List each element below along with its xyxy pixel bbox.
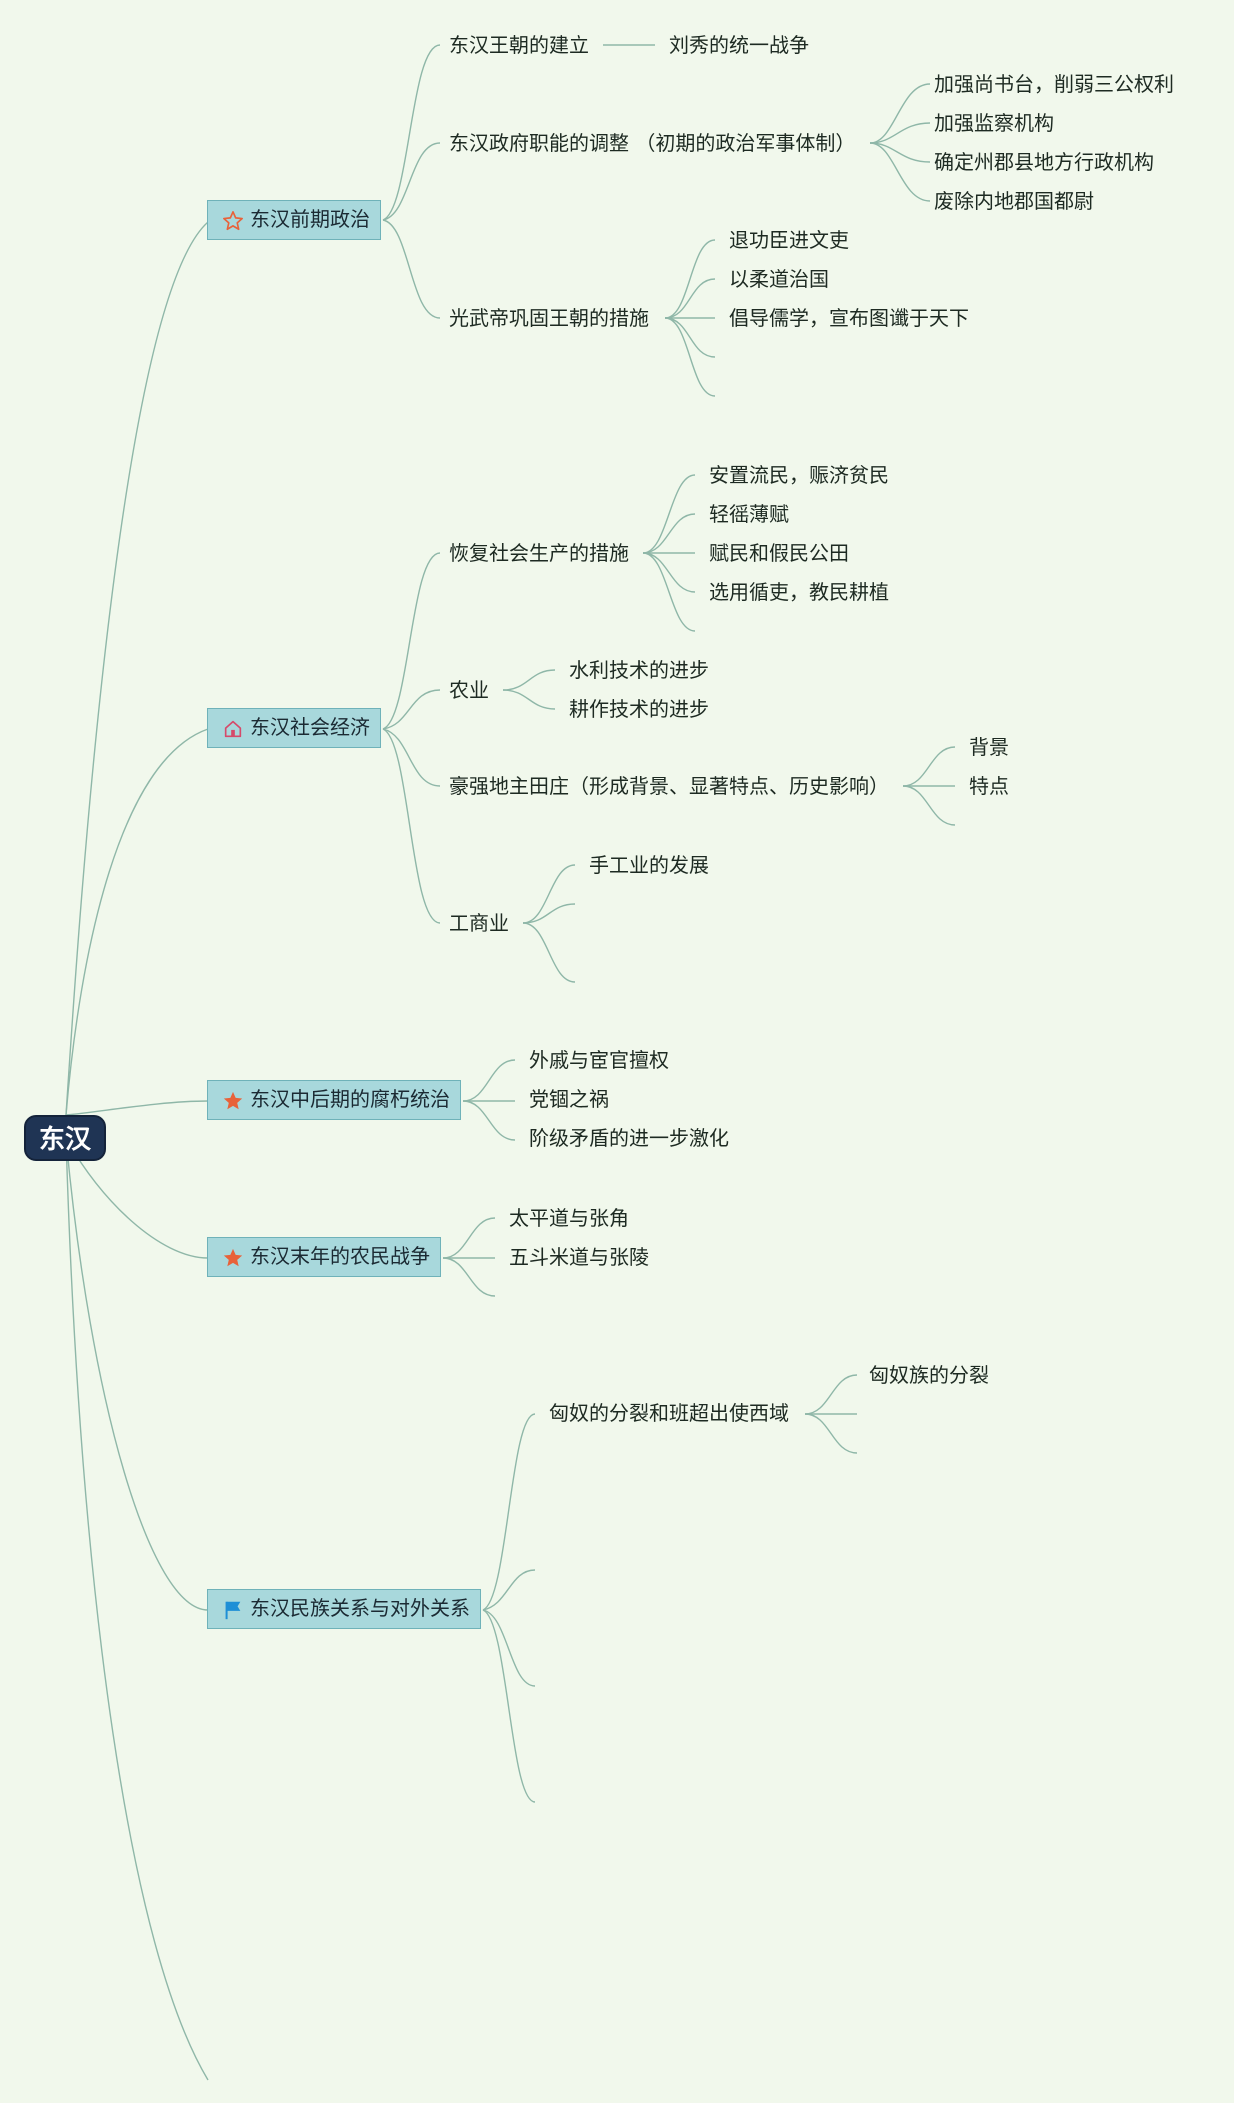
node-corrupt-2[interactable]: 党锢之祸 — [529, 1087, 609, 1111]
node-corrupt-3[interactable]: 阶级矛盾的进一步激化 — [529, 1126, 729, 1150]
node-agri-sub-2[interactable]: 耕作技术的进步 — [569, 697, 709, 721]
node-restore-sub-1[interactable]: 安置流民，赈济贫民 — [709, 463, 889, 487]
node-corrupt-1[interactable]: 外戚与宦官擅权 — [529, 1048, 669, 1072]
flag-icon — [225, 1601, 241, 1620]
node-establish-sub[interactable]: 刘秀的统一战争 — [669, 33, 809, 57]
node-measures-sub-1[interactable]: 退功臣进文吏 — [729, 228, 849, 252]
branch-corrupt-rule[interactable]: 东汉中后期的腐朽统治 — [207, 1080, 461, 1120]
node-agri-sub-1[interactable]: 水利技术的进步 — [569, 658, 709, 682]
node-measures[interactable]: 光武帝巩固王朝的措施 — [449, 306, 649, 330]
node-restore-sub-3[interactable]: 赋民和假民公田 — [709, 541, 849, 565]
star-outline-icon — [223, 211, 243, 231]
branch-label: 东汉中后期的腐朽统治 — [250, 1087, 450, 1111]
node-peasant-1[interactable]: 太平道与张角 — [509, 1206, 629, 1230]
node-estate-sub-2[interactable]: 特点 — [969, 774, 1009, 798]
node-restore[interactable]: 恢复社会生产的措施 — [449, 541, 629, 565]
node-estate[interactable]: 豪强地主田庄（形成背景、显著特点、历史影响） — [449, 774, 889, 798]
node-estate-sub-1[interactable]: 背景 — [969, 735, 1009, 759]
node-xiongnu[interactable]: 匈奴的分裂和班超出使西域 — [549, 1401, 789, 1425]
branch-peasant-war[interactable]: 东汉末年的农民战争 — [207, 1237, 441, 1277]
node-peasant-2[interactable]: 五斗米道与张陵 — [509, 1245, 649, 1269]
node-xiongnu-sub-1[interactable]: 匈奴族的分裂 — [869, 1363, 989, 1387]
star-filled-icon — [223, 1091, 243, 1110]
node-agri[interactable]: 农业 — [449, 678, 489, 702]
node-establish[interactable]: 东汉王朝的建立 — [449, 33, 589, 57]
node-measures-sub-2[interactable]: 以柔道治国 — [729, 267, 829, 291]
node-restore-sub-2[interactable]: 轻徭薄赋 — [709, 502, 789, 526]
branch-economy[interactable]: 东汉社会经济 — [207, 708, 381, 748]
node-adjust[interactable]: 东汉政府职能的调整 （初期的政治军事体制） — [449, 131, 856, 155]
star-filled-icon — [223, 1248, 243, 1267]
branch-politics-early[interactable]: 东汉前期政治 — [207, 200, 381, 240]
node-commerce-sub-1[interactable]: 手工业的发展 — [589, 853, 709, 877]
branch-label: 东汉民族关系与对外关系 — [250, 1596, 470, 1620]
branch-ethnic-relations[interactable]: 东汉民族关系与对外关系 — [207, 1589, 481, 1629]
house-icon — [224, 720, 242, 738]
node-commerce[interactable]: 工商业 — [449, 911, 509, 935]
node-adjust-sub-3[interactable]: 确定州郡县地方行政机构 — [934, 150, 1154, 174]
branch-label: 东汉前期政治 — [250, 207, 370, 231]
node-measures-sub-3[interactable]: 倡导儒学，宣布图谶于天下 — [729, 306, 969, 330]
node-restore-sub-4[interactable]: 选用循吏，教民耕植 — [709, 580, 889, 604]
branch-label: 东汉社会经济 — [250, 715, 370, 739]
node-adjust-sub-2[interactable]: 加强监察机构 — [934, 111, 1054, 135]
branch-label: 东汉末年的农民战争 — [250, 1244, 430, 1268]
root-node[interactable]: 东汉 — [24, 1115, 106, 1161]
node-adjust-sub-4[interactable]: 废除内地郡国都尉 — [934, 189, 1094, 213]
node-adjust-sub-1[interactable]: 加强尚书台，削弱三公权利 — [934, 72, 1174, 96]
